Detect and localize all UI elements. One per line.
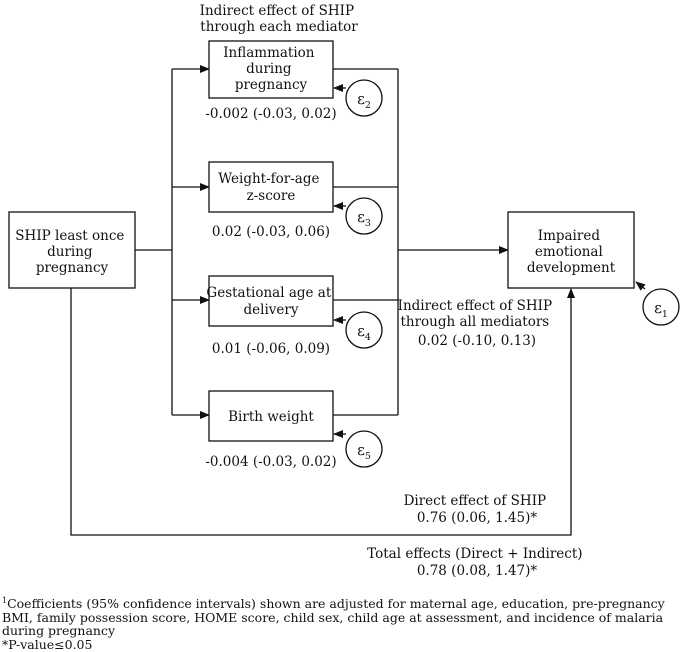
- footnote-line: BMI, family possession score, HOME score…: [2, 609, 664, 625]
- total-effect: Total effects (Direct + Indirect) 0.78 (…: [367, 546, 587, 579]
- mediator-effect: -0.002 (-0.03, 0.02): [205, 106, 336, 122]
- mediator-effect: -0.004 (-0.03, 0.02): [205, 454, 336, 470]
- mediator-box: [208, 40, 334, 99]
- mediator-effect: 0.02 (-0.03, 0.06): [212, 224, 330, 240]
- error-circle: [345, 311, 383, 349]
- error-symbol: ε4: [357, 322, 371, 343]
- mediator-label: Weight-for-age z-score: [218, 171, 324, 204]
- error-term-3: ε3: [345, 197, 383, 235]
- mediator-label: Inflammation during pregnancy: [223, 45, 319, 93]
- mediator-birth-weight: Birth weight -0.004 (-0.03, 0.02): [205, 390, 337, 470]
- mediator-label: Gestational age at delivery: [206, 285, 335, 318]
- mediators-header: Indirect effect of SHIP through each med…: [200, 3, 359, 35]
- error-symbol: ε2: [357, 90, 371, 111]
- exposure-label: SHIP least once during pregnancy: [15, 228, 128, 276]
- footnote-line: during pregnancy: [2, 623, 116, 639]
- direct-effect-path: [70, 288, 575, 536]
- outcome-label: Impaired emotional development: [527, 228, 616, 276]
- exposure-box: [8, 211, 136, 289]
- error-term-5: ε5: [345, 430, 383, 468]
- mediator-weight-for-age: Weight-for-age z-score 0.02 (-0.03, 0.06…: [208, 161, 334, 240]
- path-lines: [70, 65, 646, 536]
- indirect-all-effect: Indirect effect of SHIP through all medi…: [398, 298, 557, 349]
- error-circle: [345, 79, 383, 117]
- error-symbol: ε3: [357, 208, 371, 229]
- footnote: 1Coefficients (95% confidence intervals)…: [2, 594, 665, 651]
- outcome-node: Impaired emotional development: [507, 211, 635, 289]
- footnote-line: 1Coefficients (95% confidence intervals)…: [2, 596, 665, 612]
- mediator-label: Birth weight: [228, 409, 314, 425]
- mediator-gestational-age: Gestational age at delivery 0.01 (-0.06,…: [206, 275, 335, 357]
- exposure-node: SHIP least once during pregnancy: [8, 211, 136, 289]
- error-symbol: ε1: [654, 299, 668, 320]
- direct-effect: Direct effect of SHIP 0.76 (0.06, 1.45)*: [404, 493, 551, 526]
- error-term-4: ε4: [345, 311, 383, 349]
- mediator-box: [208, 390, 334, 442]
- mediator-inflammation: Inflammation during pregnancy -0.002 (-0…: [205, 40, 337, 122]
- error-circle: [345, 430, 383, 468]
- error-circle: [642, 288, 680, 326]
- error-term-1: ε1: [642, 288, 680, 326]
- mediator-box: [208, 275, 334, 327]
- significance-note: *P-value≤0.05: [2, 636, 93, 652]
- mediator-box: [208, 161, 334, 213]
- error-symbol: ε5: [357, 441, 371, 462]
- error-1-arrow: [635, 281, 646, 291]
- outcome-box: [507, 211, 635, 289]
- mediator-effect: 0.01 (-0.06, 0.09): [212, 341, 330, 357]
- error-term-2: ε2: [345, 79, 383, 117]
- mediation-diagram: Indirect effect of SHIP through each med…: [8, 3, 680, 579]
- error-circle: [345, 197, 383, 235]
